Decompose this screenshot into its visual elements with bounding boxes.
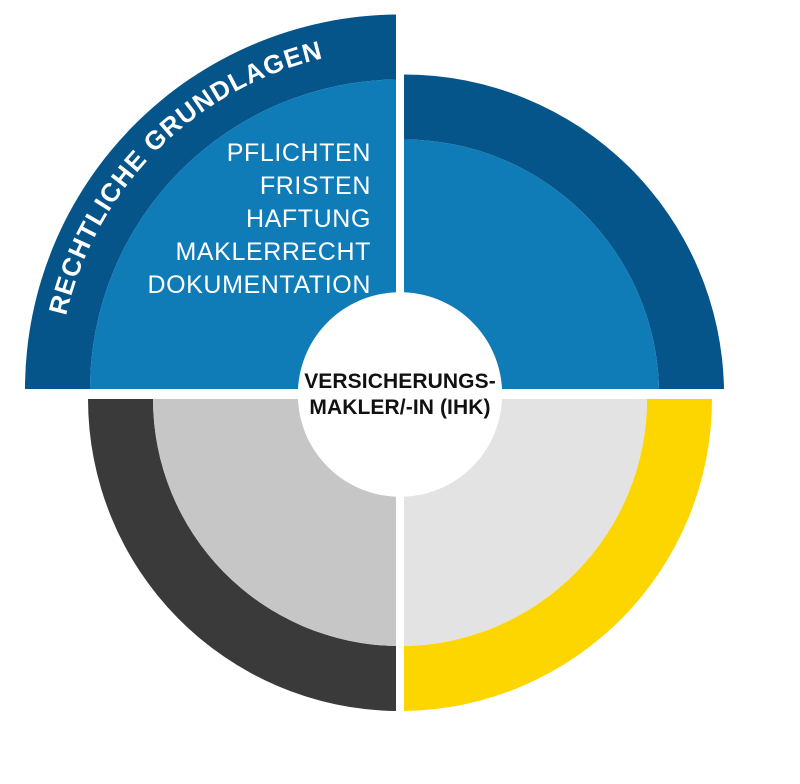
- quadrant-top-left-item-list: PFLICHTEN FRISTEN HAFTUNG MAKLERRECHT DO…: [147, 139, 371, 299]
- quadrant-bottom-left-sector: [153, 399, 396, 646]
- list-item: MAKLERRECHT: [175, 238, 371, 266]
- quadrant-bottom-left[interactable]: [87, 399, 396, 711]
- list-item: FRISTEN: [260, 172, 371, 200]
- list-item: HAFTUNG: [246, 205, 371, 233]
- quadrant-bottom-right-sector: [404, 399, 647, 646]
- quadrant-bottom-right-ring: [404, 399, 712, 711]
- list-item: DOKUMENTATION: [147, 271, 371, 299]
- center-hub-line-2: MAKLER/-IN (IHK): [309, 396, 490, 419]
- quadrant-top-right-ring: [404, 74, 724, 389]
- center-hub[interactable]: VERSICHERUNGS- MAKLER/-IN (IHK): [298, 292, 502, 497]
- center-hub-line-1: VERSICHERUNGS-: [304, 370, 496, 393]
- quadrant-top-left-sector: [90, 79, 396, 389]
- quadrant-bottom-right[interactable]: [404, 399, 712, 711]
- quadrant-bottom-left-ring: [87, 399, 396, 711]
- center-hub-circle: [298, 292, 502, 497]
- list-item: PFLICHTEN: [227, 139, 371, 167]
- quadrant-top-right[interactable]: [404, 74, 724, 390]
- quadrant-top-left-ring: [25, 14, 396, 389]
- quadrant-top-right-sector: [404, 139, 659, 389]
